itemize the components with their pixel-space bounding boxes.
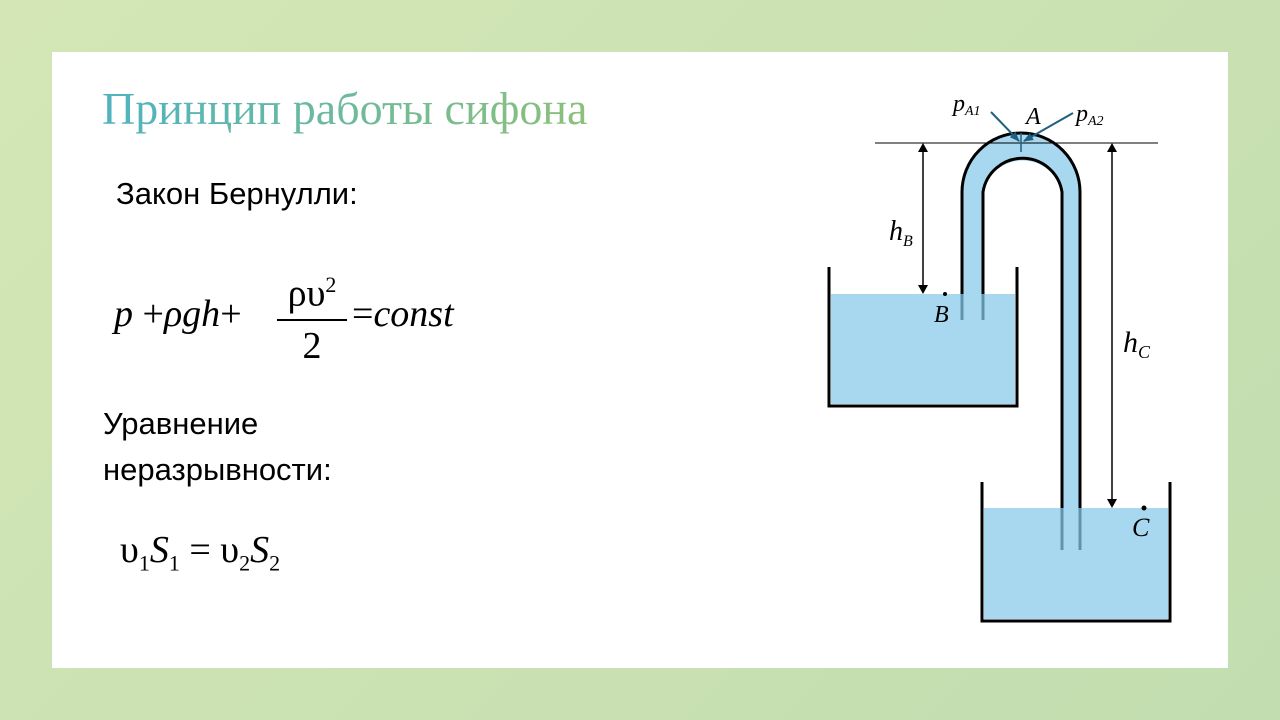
sub: 2 <box>239 550 251 576</box>
S2: S <box>250 529 270 571</box>
pA1-label: pA1 <box>951 91 981 119</box>
formula-rgh: ρgh <box>163 293 221 335</box>
v2: υ <box>220 529 240 571</box>
sub: 1 <box>138 550 150 576</box>
bernoulli-fraction: ρυ2 2 <box>277 260 347 371</box>
sub: 2 <box>269 550 281 576</box>
hC-label: hC <box>1123 326 1151 362</box>
bernoulli-formula: p +ρgh+ <box>114 292 242 336</box>
A-label: A <box>1024 104 1041 130</box>
fraction-numerator: ρυ <box>287 272 326 315</box>
formula-plus: + <box>142 293 164 335</box>
continuity-formula: υ1S1 = υ2S2 <box>120 528 280 577</box>
v1: υ <box>120 529 139 571</box>
equals: = <box>189 529 211 571</box>
exponent: 2 <box>325 272 337 297</box>
upper-tank-water <box>831 294 1015 404</box>
pA1-arrow <box>990 111 1020 142</box>
S1: S <box>149 529 169 571</box>
bernoulli-label: Закон Бернулли: <box>116 176 358 211</box>
formula-plus: + <box>220 293 242 335</box>
upper-tank <box>827 267 1019 408</box>
siphon-tube <box>962 133 1080 550</box>
sub: 1 <box>168 550 180 576</box>
formula-p: p <box>114 293 133 335</box>
point-B-label: B <box>934 302 949 328</box>
fraction-denominator: 2 <box>302 324 322 367</box>
lower-tank <box>980 482 1172 623</box>
pA2-arrow <box>1023 112 1074 142</box>
point-C-label: C <box>1132 513 1150 542</box>
pA2-label: pA2 <box>1074 101 1104 129</box>
hB-label: hB <box>889 216 913 250</box>
continuity-label-1: Уравнение <box>103 406 259 441</box>
formula-const: const <box>373 293 454 335</box>
formula-equals: = <box>352 293 374 335</box>
continuity-label-2: неразрывности: <box>103 452 332 487</box>
bernoulli-rhs: =const <box>352 292 454 336</box>
slide-title: Принцип работы сифона <box>102 83 588 134</box>
